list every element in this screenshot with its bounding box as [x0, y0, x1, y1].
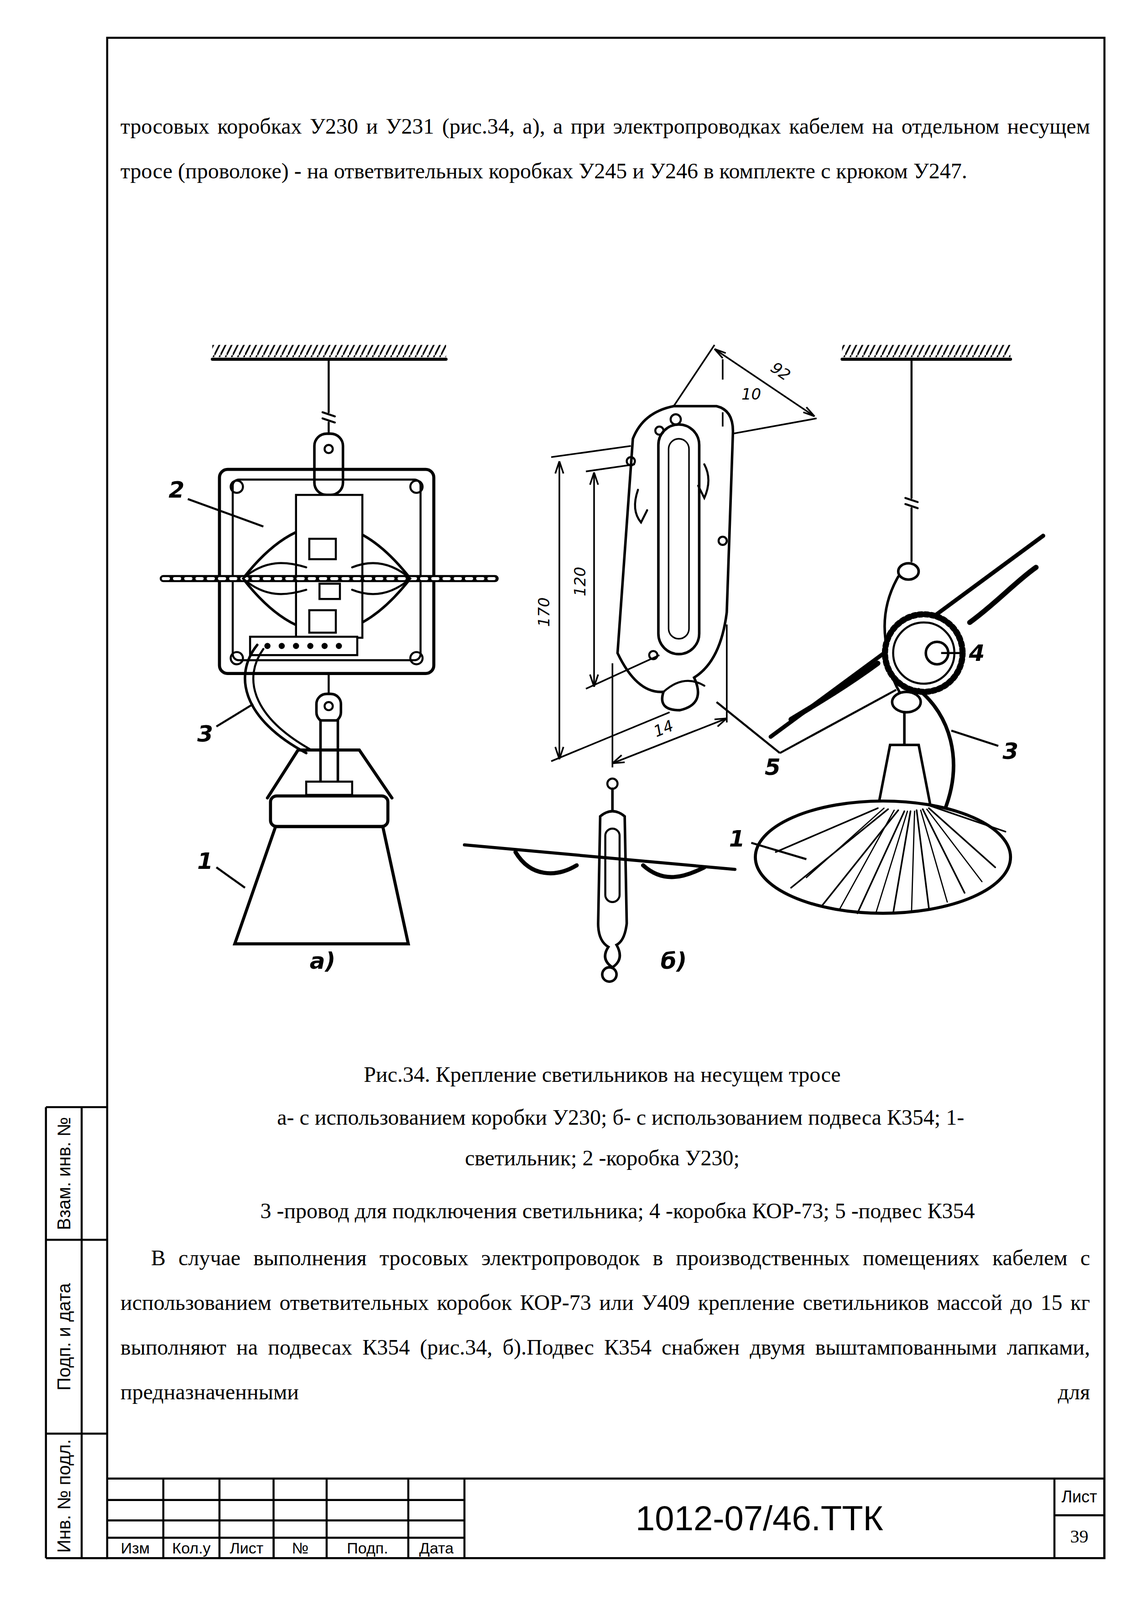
page-frame: [46, 37, 1105, 1559]
title-block-cell: Подп.: [326, 1538, 409, 1559]
cell-text: Изм: [120, 1540, 150, 1557]
figure-b-box-kor73: [755, 344, 1044, 914]
caption-line: светильник; 2 -коробка У230;: [464, 1144, 740, 1173]
stamp-cell: Подп. и дата: [45, 1240, 82, 1435]
cell-text: Кол.у: [172, 1540, 211, 1557]
document-code-cell: 1012-07/46.ТТК: [464, 1478, 1055, 1559]
dimension: 170: [536, 596, 552, 629]
cell-text: Взам. инв. №: [54, 1117, 74, 1231]
leader-lines-a: [187, 499, 264, 888]
stamp-cell: Инв. № подл.: [45, 1434, 82, 1559]
sheet-number-cell: 39: [1054, 1515, 1105, 1559]
figure-b-hanger-k354: [617, 406, 733, 711]
cell-text: Лист: [1061, 1489, 1097, 1506]
dimension: 120: [572, 566, 588, 598]
cell-text: Инв. № подл.: [54, 1439, 74, 1554]
callout-number: 1: [727, 827, 747, 851]
dimension-lines: [551, 344, 817, 768]
figure-a-box-u230: [163, 344, 496, 945]
leader-lines-5: [716, 689, 897, 754]
title-block-cell: Дата: [408, 1538, 465, 1559]
cell-text: Дата: [419, 1540, 454, 1557]
cell-text: Подп.: [346, 1540, 388, 1557]
caption-line: 3 -провод для подключения светильника; 4…: [260, 1197, 975, 1226]
dimension: 10: [740, 386, 762, 402]
callout-number: 5: [763, 756, 783, 779]
figure-letter: а): [308, 949, 338, 973]
dimension: 14: [650, 717, 677, 741]
title-block-cell: Изм: [107, 1538, 164, 1559]
leader-lines-b: [751, 653, 999, 860]
cell-text: №: [292, 1540, 309, 1557]
title-block-cell: Кол.у: [163, 1538, 220, 1559]
callout-number: 2: [167, 478, 187, 502]
cell-text: 1012-07/46.ТТК: [635, 1501, 884, 1537]
dimension: 92: [767, 359, 794, 385]
figure-letter: б): [659, 949, 689, 973]
title-block-cell: №: [273, 1538, 327, 1559]
stamp-cell: Взам. инв. №: [45, 1107, 82, 1241]
figure-caption: Рис.34. Крепление светильников на несуще…: [363, 1061, 841, 1089]
caption-line: а- с использованием коробки У230; б- с и…: [276, 1104, 965, 1132]
figure-b-small-hanger: [464, 778, 736, 982]
title-block-cell: Лист: [219, 1538, 274, 1559]
cell-text: 39: [1070, 1528, 1089, 1547]
cell-text: Лист: [229, 1540, 264, 1557]
body-text: тросовых коробках У230 и У231 (рис.34, а…: [120, 104, 1091, 194]
sheet-label-cell: Лист: [1054, 1478, 1105, 1516]
callout-number: 4: [967, 641, 987, 665]
callout-number: 3: [195, 722, 215, 746]
cell-text: Подп. и дата: [54, 1283, 74, 1392]
body-text: В случае выполнения тросовых электропров…: [120, 1236, 1091, 1415]
callout-number: 3: [1001, 740, 1020, 763]
callout-number: 1: [195, 850, 215, 873]
